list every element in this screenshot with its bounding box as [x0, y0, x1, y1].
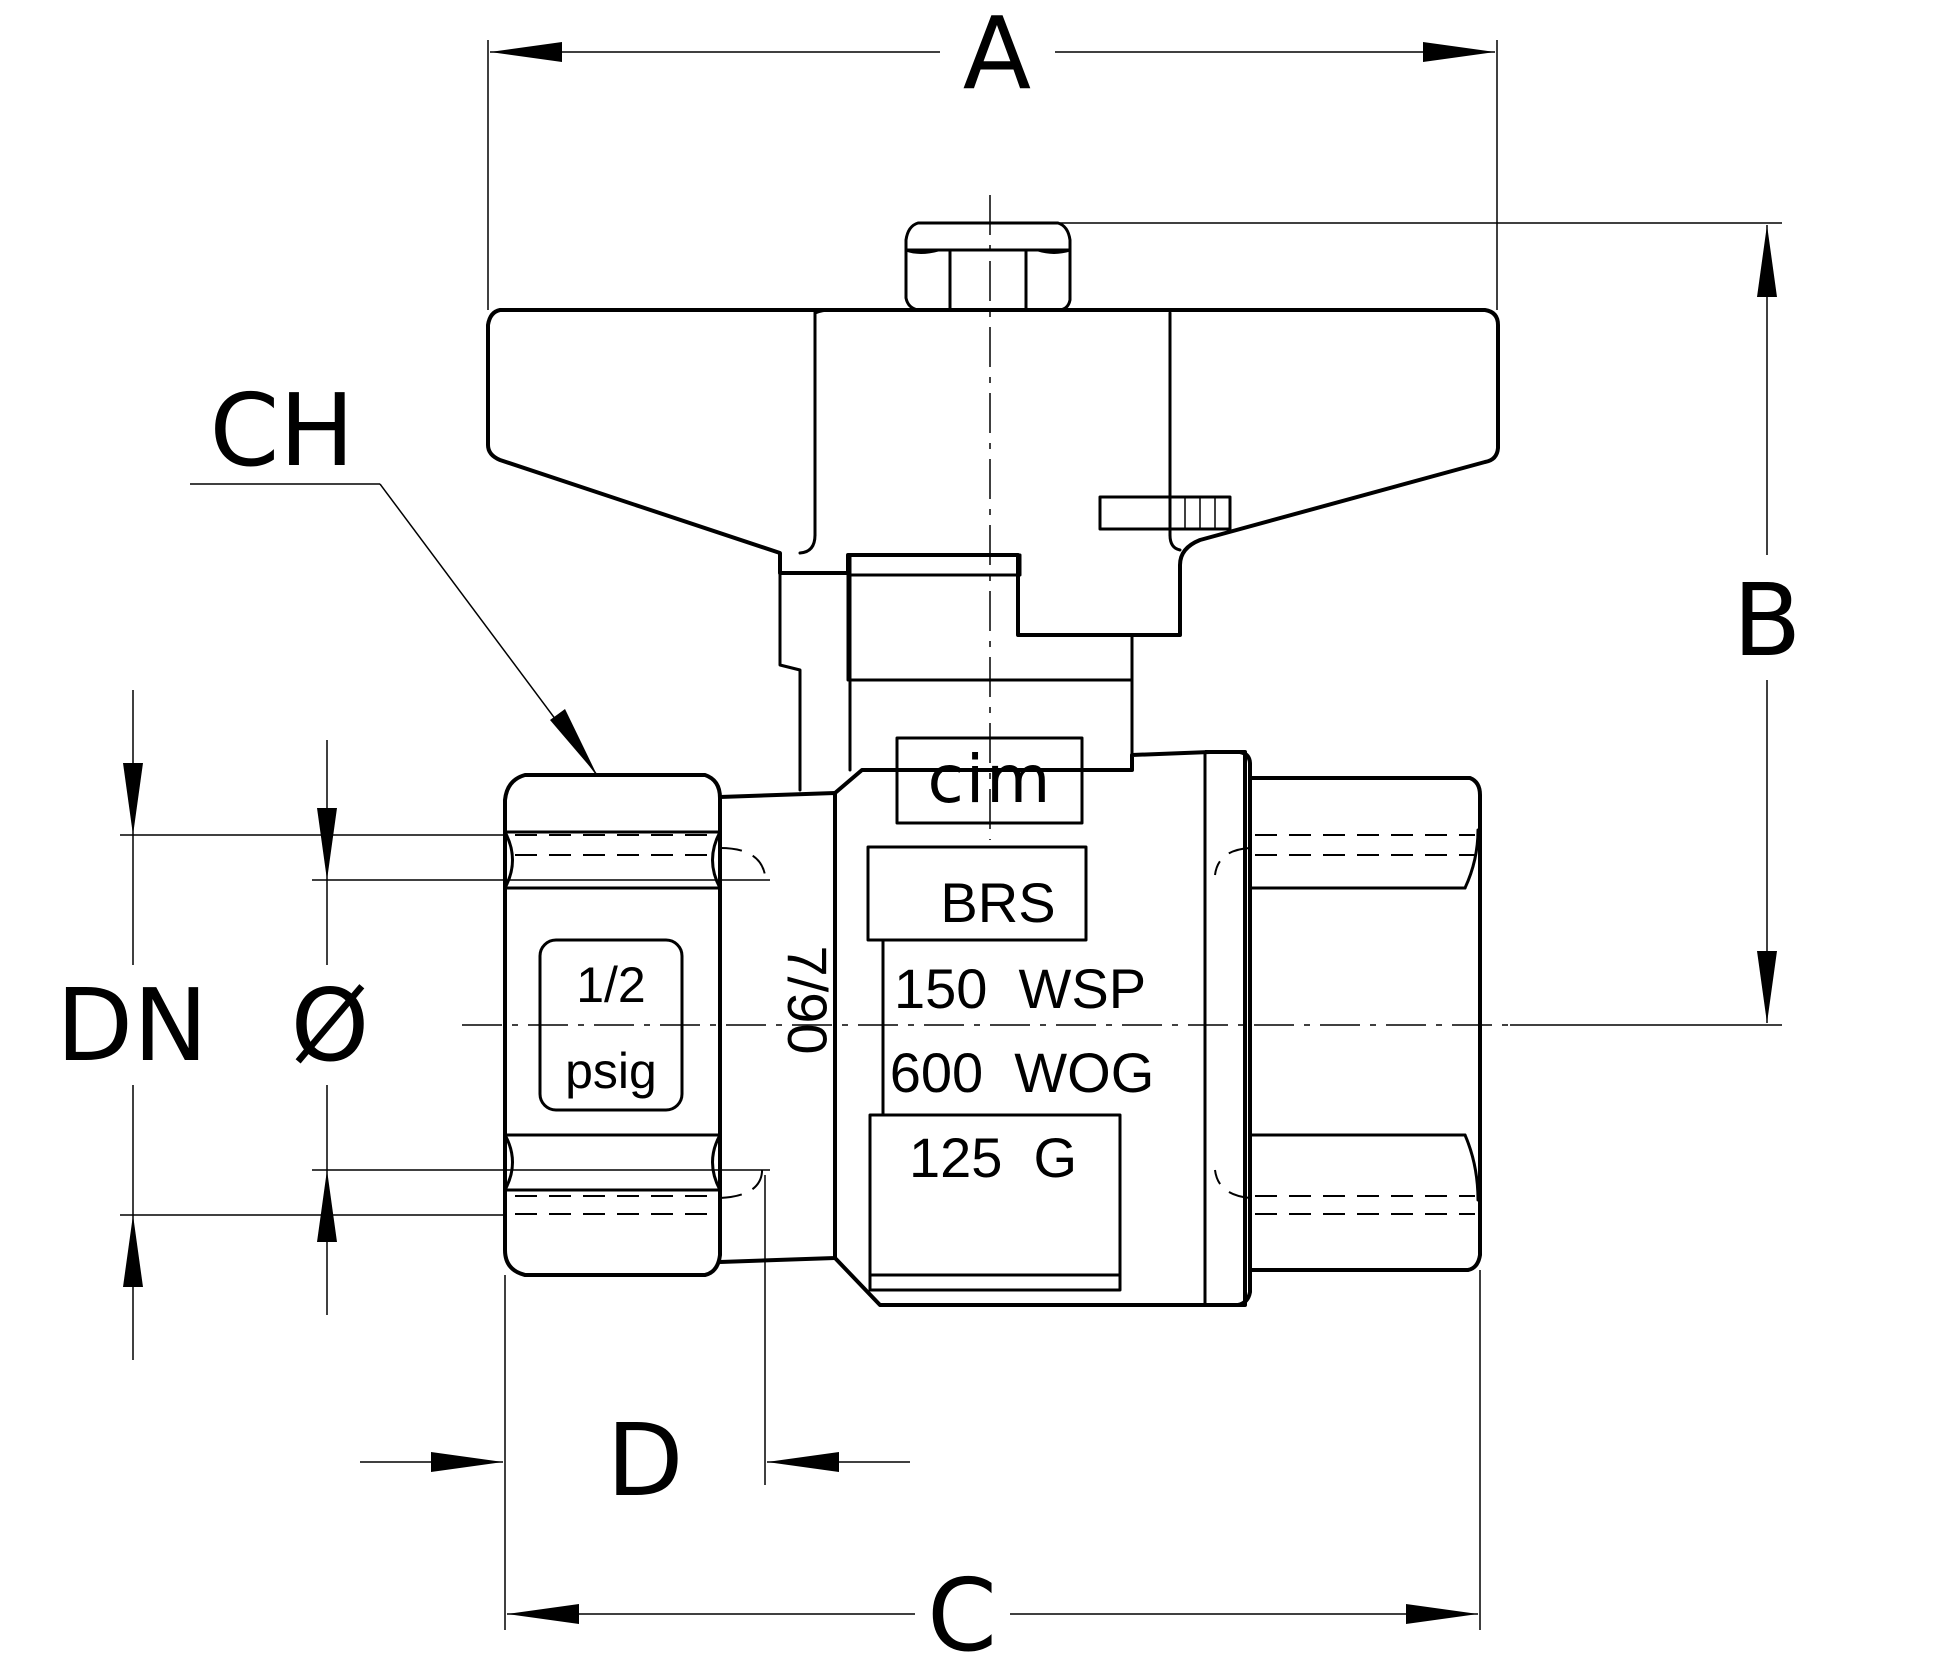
rating-wog-marking: 600 WOG — [890, 1041, 1155, 1104]
dimension-a — [487, 40, 1498, 310]
dimension-c — [504, 1270, 1481, 1630]
dimension-b-label: B — [1733, 562, 1802, 679]
unit-marking: psig — [565, 1043, 657, 1099]
dimension-c-label: C — [927, 1557, 997, 1654]
material-marking: BRS — [940, 871, 1055, 934]
right-end — [1214, 776, 1482, 1272]
dimension-ch — [190, 483, 598, 776]
code-marking: 7/90 — [776, 946, 839, 1055]
rating-g-marking: 125 G — [909, 1126, 1077, 1189]
dimension-dn — [120, 690, 505, 1360]
size-marking: 1/2 — [576, 957, 646, 1013]
dimension-diameter-label: Ø — [291, 967, 370, 1084]
hex-nut — [904, 221, 1072, 312]
dimension-diameter — [312, 740, 770, 1315]
stem-neck — [778, 553, 1134, 792]
dimension-ch-label: CH — [209, 372, 354, 489]
rating-wsp-marking: 150 WSP — [894, 957, 1146, 1020]
dimension-d — [360, 1175, 910, 1485]
dimension-a-label: A — [963, 0, 1031, 112]
dimension-d-label: D — [606, 1402, 683, 1519]
butterfly-handle — [486, 308, 1500, 637]
brand-logo: cim — [928, 741, 1053, 818]
dimension-b — [1060, 222, 1782, 1026]
dimension-dn-label: DN — [56, 967, 208, 1084]
